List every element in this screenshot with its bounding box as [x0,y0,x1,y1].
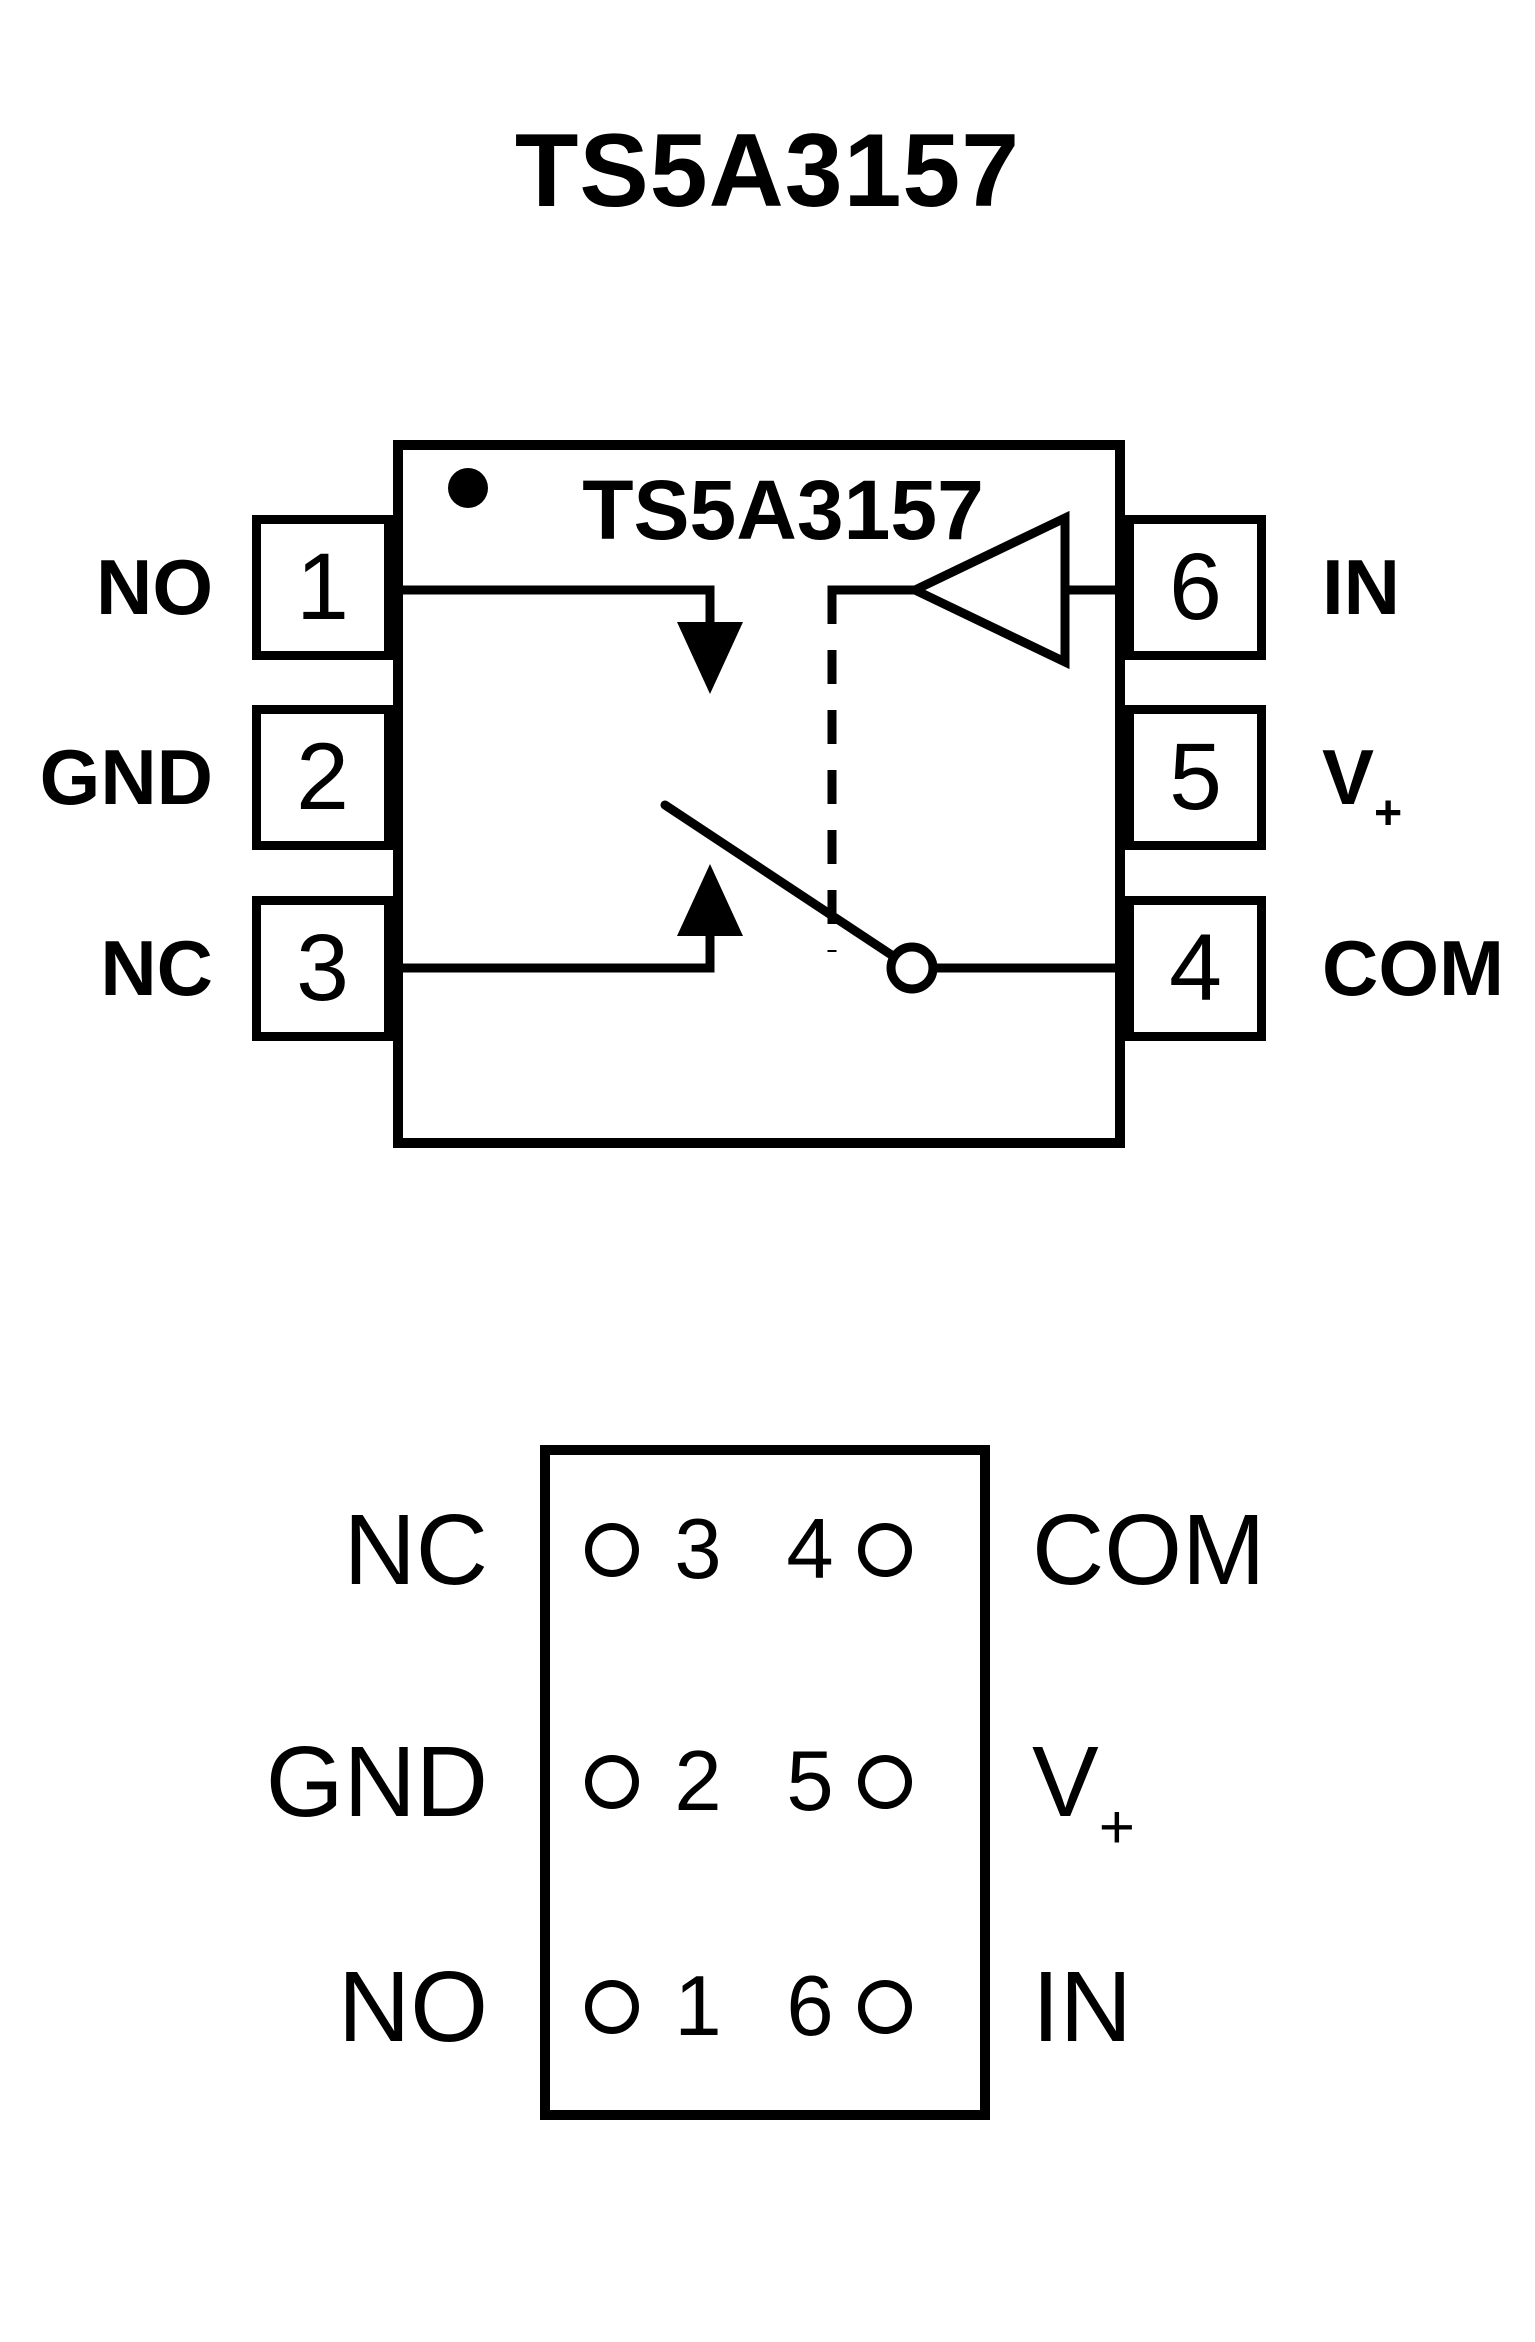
pin-box-1: 1 [252,515,393,660]
pin-number-5: 5 [1169,724,1222,830]
pkg-vplus-subscript: + [1098,1792,1135,1862]
pkg-label-nc: NC [0,1485,488,1615]
pkg-label-no: NO [0,1942,488,2072]
pkg-pin4-number: 4 [765,1495,855,1605]
pkg-pin1-number: 1 [653,1952,743,2062]
no-contact-arrow-icon [677,622,743,694]
pkg-label-nc-text: NC [343,1493,488,1606]
pkg-pin5-circle [858,1755,912,1809]
pin-box-5: 5 [1125,705,1266,850]
nc-contact-arrow-icon [677,864,743,936]
pkg-pin3-circle [585,1523,639,1577]
pkg-pin2-number: 2 [653,1727,743,1837]
pin-box-2: 2 [252,705,393,850]
pin-number-4: 4 [1169,915,1222,1021]
pkg-label-com-text: COM [1032,1493,1266,1606]
pkg-vplus-base: V [1032,1725,1099,1838]
nc-wire [393,929,715,973]
pin-box-3: 3 [252,896,393,1041]
pin-label-vplus: V+ [1322,705,1535,850]
pkg-pin2-number-text: 2 [674,1734,722,1829]
pkg-pin5-number: 5 [765,1727,855,1837]
pin-label-com: COM [1322,896,1535,1041]
pkg-pin2-circle [585,1755,639,1809]
pin-label-no: NO [0,515,213,660]
switch-pole-icon [886,942,938,994]
pkg-label-gnd: GND [0,1717,488,1847]
pin1-indicator-dot [448,468,488,508]
pkg-pin4-number-text: 4 [786,1502,834,1597]
pin-label-in: IN [1322,515,1535,660]
page-title: TS5A3157 [514,113,1021,229]
pin-number-6: 6 [1169,534,1222,640]
pin-label-in-text: IN [1322,543,1400,631]
no-wire [393,585,715,629]
pkg-pin6-number-text: 6 [786,1959,834,2054]
pkg-pin1-number-text: 1 [674,1959,722,2054]
pkg-pin5-number-text: 5 [786,1734,834,1829]
pkg-pin4-circle [858,1523,912,1577]
pkg-label-in: IN [1032,1942,1532,2072]
pin-number-3: 3 [296,915,349,1021]
pin-box-4: 4 [1125,896,1266,1041]
pkg-pin1-circle [585,1980,639,2034]
vplus-base: V [1322,733,1375,821]
pkg-label-vplus: V+ [1032,1717,1532,1859]
pin-number-2: 2 [296,724,349,830]
pkg-label-in-text: IN [1032,1950,1132,2063]
chip-schematic [393,440,1125,1148]
pkg-pin3-number: 3 [653,1495,743,1605]
pkg-label-gnd-text: GND [265,1725,488,1838]
pkg-pin6-circle [858,1980,912,2034]
pin-label-gnd: GND [0,705,213,850]
pkg-label-no-text: NO [338,1950,488,2063]
pkg-pin6-number: 6 [765,1952,855,2062]
vplus-subscript: + [1374,786,1403,841]
pin-label-vplus-text: V+ [1322,732,1402,837]
pin-number-1: 1 [296,534,349,640]
pkg-label-com: COM [1032,1485,1532,1615]
pkg-label-vplus-text: V+ [1032,1725,1135,1859]
pin-box-6: 6 [1125,515,1266,660]
pin-label-nc-text: NC [100,924,213,1012]
switch-blade-icon [660,800,898,961]
pin-label-nc: NC [0,896,213,1041]
pkg-pin3-number-text: 3 [674,1502,722,1597]
pin-label-gnd-text: GND [39,733,213,821]
pin-label-com-text: COM [1322,924,1504,1012]
chip-label: TS5A3157 [582,463,984,557]
pin-label-no-text: NO [96,543,213,631]
